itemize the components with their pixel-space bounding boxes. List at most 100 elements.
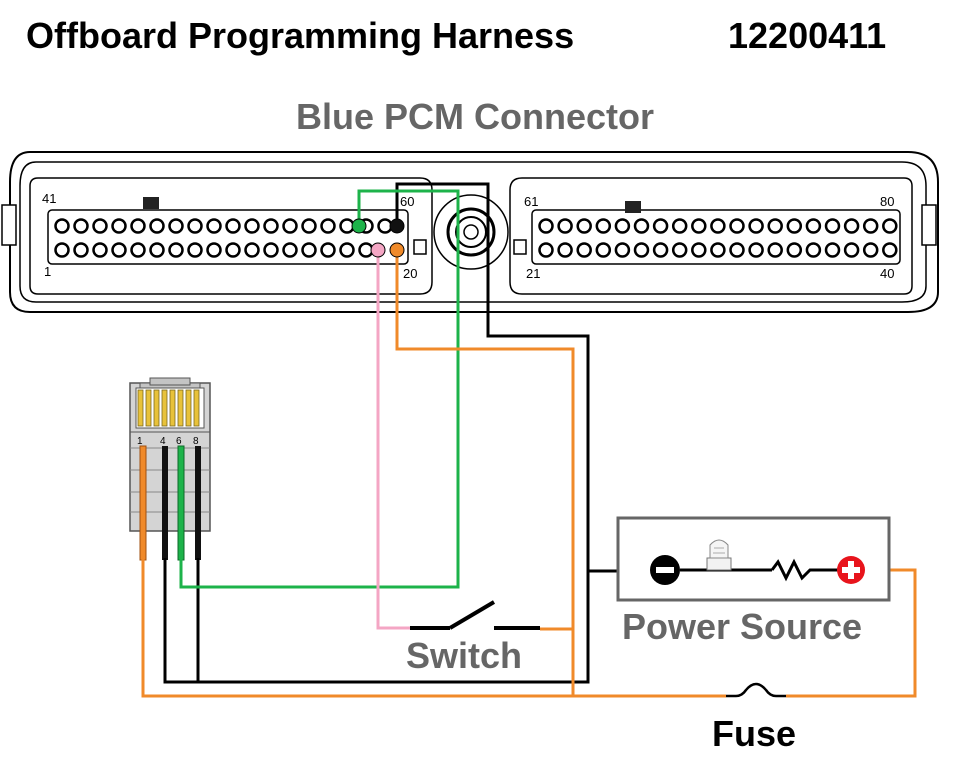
pin-cavity xyxy=(843,242,860,258)
pin-label-20: 20 xyxy=(403,266,417,281)
pin-cavity xyxy=(824,218,841,234)
pin-cavity xyxy=(595,242,612,258)
pin-cavity xyxy=(54,242,70,258)
pin-cavity xyxy=(767,242,783,258)
wire-pink-switch xyxy=(376,250,410,630)
pin-cavity xyxy=(671,218,688,234)
pin-cavity xyxy=(206,218,222,234)
pin-label-61: 61 xyxy=(524,194,538,209)
pin-cavity xyxy=(748,242,764,258)
pin-cavity xyxy=(282,242,298,258)
pin-cavity xyxy=(710,242,726,258)
fuse-symbol xyxy=(726,682,786,698)
pin-cavity xyxy=(92,218,108,234)
pin-cavity xyxy=(710,218,726,234)
wire-orange-vpp xyxy=(395,250,575,696)
pin-cavity xyxy=(149,218,165,234)
pin-cavity xyxy=(187,218,203,234)
pin-cavity xyxy=(111,242,127,258)
pin-cavity xyxy=(557,218,573,234)
pin-cavity xyxy=(729,242,745,258)
pcm-pin-19-pink xyxy=(370,242,386,258)
pin-cavity xyxy=(671,242,688,258)
wire-black-ground xyxy=(163,182,590,684)
part-number: 12200411 xyxy=(728,15,886,56)
led-symbol xyxy=(706,539,732,571)
pin-cavity xyxy=(614,218,631,234)
pin-label-40: 40 xyxy=(880,266,894,281)
pin-cavity xyxy=(576,242,592,258)
pin-cavity xyxy=(92,242,108,258)
pin-cavity xyxy=(843,218,860,234)
pin-cavity xyxy=(301,218,317,234)
pin-label-21: 21 xyxy=(526,266,540,281)
pcm-pins-right xyxy=(538,218,898,258)
pin-cavity xyxy=(538,242,554,258)
pin-cavity xyxy=(576,218,592,234)
pin-cavity xyxy=(652,218,669,234)
pin-label-60: 60 xyxy=(400,194,414,209)
rj45-pin-8-label: 8 xyxy=(193,436,199,447)
pin-cavity xyxy=(691,218,707,234)
pin-cavity xyxy=(301,242,317,258)
wire-orange-pin1 xyxy=(141,558,726,698)
pin-cavity xyxy=(206,242,222,258)
connector-label: Blue PCM Connector xyxy=(296,96,654,137)
pin-cavity xyxy=(824,242,841,258)
pin-cavity xyxy=(320,218,336,234)
pin-cavity xyxy=(805,218,822,234)
pin-cavity xyxy=(767,218,783,234)
pin-cavity xyxy=(282,218,298,234)
pin-label-1: 1 xyxy=(44,264,51,279)
pin-cavity xyxy=(130,242,146,258)
pin-cavity xyxy=(168,218,184,234)
pin-cavity xyxy=(862,242,879,258)
pin-cavity xyxy=(786,242,803,258)
pin-cavity xyxy=(691,242,707,258)
rj45-wire-pin4 xyxy=(162,446,168,560)
rj45-wire-pin6 xyxy=(177,445,185,561)
pin-cavity xyxy=(54,218,70,234)
pin-cavity xyxy=(652,242,669,258)
pin-cavity xyxy=(805,242,822,258)
rj45-pin-1-label: 1 xyxy=(137,436,143,447)
pin-cavity xyxy=(263,242,279,258)
pin-cavity xyxy=(786,218,803,234)
rj45-wire-pin1 xyxy=(139,445,147,561)
pin-cavity xyxy=(73,218,89,234)
pin-cavity xyxy=(882,218,898,234)
pin-cavity xyxy=(614,242,631,258)
pin-cavity xyxy=(225,242,241,258)
fuse-label: Fuse xyxy=(712,713,796,754)
pin-cavity xyxy=(595,218,612,234)
pin-cavity xyxy=(73,242,89,258)
pin-label-41: 41 xyxy=(42,191,56,206)
negative-terminal-icon xyxy=(650,555,680,585)
rj45-pin-6-label: 6 xyxy=(176,436,182,447)
pin-cavity xyxy=(882,242,898,258)
pcm-pin-59-green xyxy=(351,218,367,234)
pin-cavity xyxy=(187,242,203,258)
pin-label-80: 80 xyxy=(880,194,894,209)
pin-cavity xyxy=(633,242,650,258)
rj45-wire-pin8 xyxy=(195,446,201,560)
pin-cavity xyxy=(633,218,650,234)
pin-cavity xyxy=(862,218,879,234)
pin-cavity xyxy=(538,218,554,234)
pin-cavity xyxy=(729,218,745,234)
pcm-pins-left xyxy=(54,218,393,258)
pin-cavity xyxy=(748,218,764,234)
switch-label: Switch xyxy=(406,635,522,676)
resistor-symbol xyxy=(770,558,838,582)
pin-cavity xyxy=(557,242,573,258)
pin-cavity xyxy=(225,218,241,234)
rj45-pin-4-label: 4 xyxy=(160,436,166,447)
pin-cavity xyxy=(244,218,260,234)
pin-cavity xyxy=(130,218,146,234)
pin-cavity xyxy=(111,218,127,234)
positive-terminal-icon xyxy=(837,556,865,584)
switch-symbol xyxy=(410,600,540,630)
power-source-label: Power Source xyxy=(622,606,862,647)
wire-green-data xyxy=(179,189,460,589)
